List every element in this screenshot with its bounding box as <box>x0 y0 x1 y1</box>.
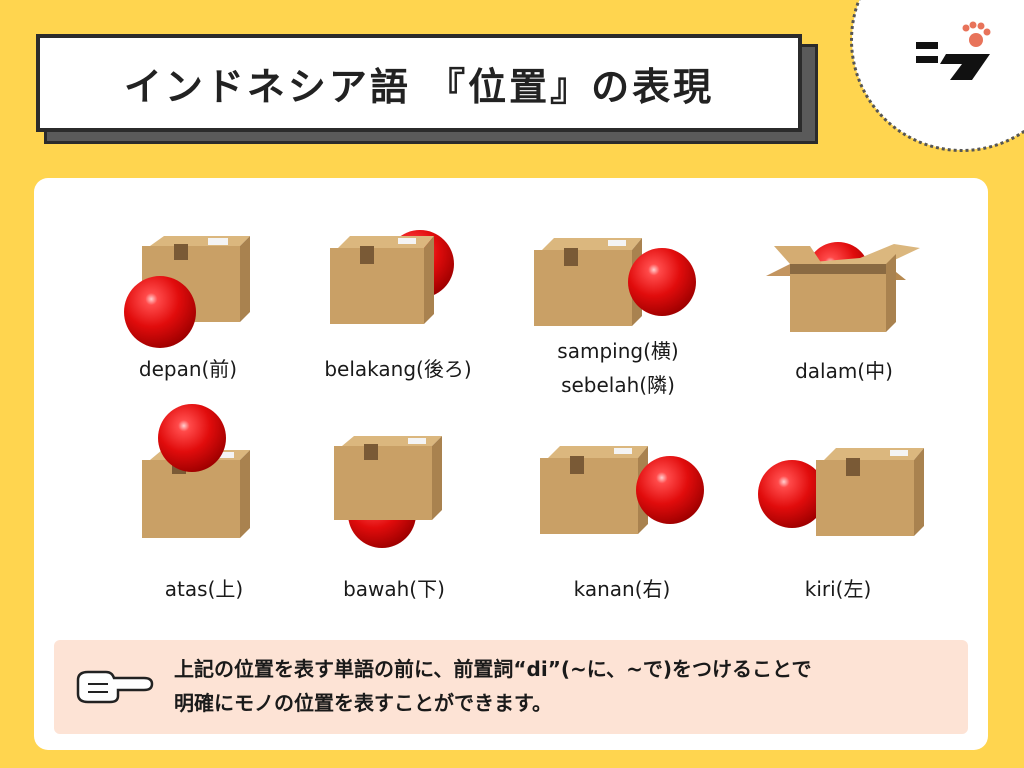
box-beside-illustration <box>534 238 696 326</box>
usage-note: 上記の位置を表す単語の前に、前置詞“di”(~に、~で)をつけることで 明確にモ… <box>54 640 968 734</box>
note-line-1: 上記の位置を表す単語の前に、前置詞“di”(~に、~で)をつけることで <box>174 657 812 681</box>
page-title: インドネシア語 『位置』の表現 <box>123 64 715 109</box>
note-line-2: 明確にモノの位置を表すことができます。 <box>174 691 552 715</box>
label-bawah: bawah(下) <box>343 577 445 601</box>
box-behind-illustration <box>330 230 454 324</box>
label-atas: atas(上) <box>164 577 244 601</box>
label-depan: depan(前) <box>138 357 238 381</box>
box-front-illustration <box>124 236 250 348</box>
title-banner: インドネシア語 『位置』の表現 <box>36 34 802 132</box>
pointing-hand-icon <box>76 670 154 704</box>
label-kanan: kanan(右) <box>573 577 671 601</box>
box-under-illustration <box>334 436 442 548</box>
paw-logo-icon <box>916 21 991 80</box>
box-inside-illustration <box>766 242 920 332</box>
box-top-illustration <box>142 404 250 538</box>
box-right-illustration <box>540 446 704 534</box>
label-belakang: belakang(後ろ) <box>324 357 472 381</box>
box-left-illustration <box>758 448 924 536</box>
label-samping: samping(横) <box>557 339 679 363</box>
label-dalam: dalam(中) <box>795 359 893 383</box>
label-sebelah: sebelah(隣) <box>561 373 675 397</box>
label-kiri: kiri(左) <box>804 577 872 601</box>
